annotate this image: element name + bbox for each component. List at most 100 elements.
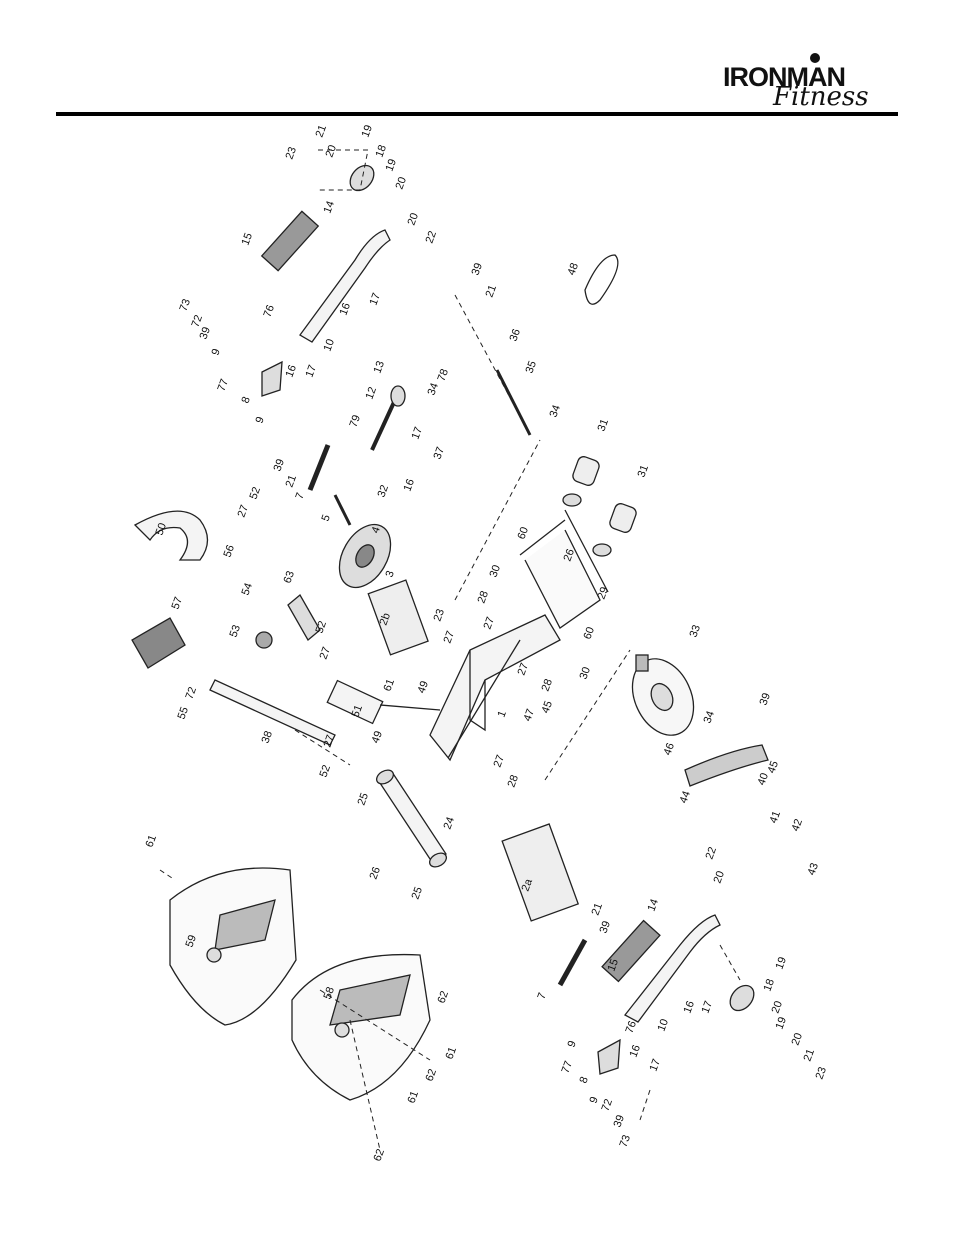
- part-label-p16e: 16: [628, 1043, 643, 1059]
- part-label-p41: 41: [768, 809, 783, 825]
- part-label-p9b: 9: [254, 415, 267, 425]
- part-label-p28c: 28: [506, 773, 521, 789]
- front-stabilizer-24: [375, 769, 448, 868]
- part-label-p14b: 14: [646, 897, 661, 913]
- part-label-p52c: 52: [318, 763, 333, 779]
- part-label-p21d: 21: [590, 901, 605, 917]
- part-label-p49a: 49: [416, 679, 431, 695]
- part-label-p45a: 45: [540, 699, 555, 715]
- part-label-p27e: 27: [482, 615, 497, 631]
- part-label-p9d: 9: [588, 1095, 601, 1105]
- chain-guard-58: [291, 953, 431, 1101]
- part-label-p27b: 27: [318, 645, 333, 661]
- part-label-p48: 48: [566, 261, 581, 277]
- roller-18-top: [349, 164, 375, 192]
- part-label-p44: 44: [678, 789, 693, 805]
- part-label-p27g: 27: [492, 753, 507, 769]
- part-label-p21c: 21: [284, 473, 299, 489]
- part-label-p20c: 20: [406, 211, 421, 227]
- part-label-p62a: 62: [436, 989, 451, 1005]
- part-label-p16c: 16: [402, 477, 417, 493]
- part-label-p56: 56: [222, 543, 237, 559]
- part-label-p24: 24: [442, 815, 457, 831]
- part-label-p33: 33: [688, 623, 703, 639]
- part-label-p27d: 27: [442, 629, 457, 645]
- part-label-p42: 42: [790, 817, 805, 833]
- part-label-p52a: 52: [248, 485, 263, 501]
- pedal-14-bottom: [601, 919, 661, 983]
- part-label-p61b: 61: [144, 833, 159, 849]
- bracket-8-bottom: [597, 1038, 621, 1075]
- part-label-p53: 53: [228, 623, 243, 639]
- part-label-p73a: 73: [178, 297, 193, 313]
- part-label-p13: 13: [372, 359, 387, 375]
- part-label-p9c: 9: [566, 1039, 579, 1049]
- crank-arm-7-bottom: [557, 938, 588, 987]
- part-label-p17b: 17: [304, 363, 319, 379]
- part-label-p7a: 7: [294, 491, 307, 501]
- part-label-p18b: 18: [762, 977, 777, 993]
- part-label-p1: 1: [496, 709, 509, 719]
- part-label-p31a: 31: [596, 417, 611, 433]
- part-label-p30b: 30: [578, 665, 593, 681]
- part-label-p17a: 17: [368, 291, 383, 307]
- part-label-p18a: 18: [374, 143, 389, 159]
- part-label-p39e: 39: [598, 919, 613, 935]
- console-57: [131, 617, 186, 669]
- part-label-p37: 37: [432, 445, 447, 461]
- ironman-fitness-logo: IRONMAN Fitness: [723, 50, 873, 110]
- part-label-p23b: 23: [432, 607, 447, 623]
- part-label-p16d: 16: [682, 999, 697, 1015]
- part-label-p39f: 39: [612, 1113, 627, 1129]
- rear-stabilizer-29: [519, 493, 612, 629]
- part-label-p54: 54: [240, 581, 255, 597]
- part-label-p15b: 15: [606, 957, 621, 973]
- part-label-p32: 32: [376, 483, 391, 499]
- part-label-p17d: 17: [700, 999, 715, 1015]
- part-label-p62c: 62: [372, 1147, 387, 1163]
- part-label-p22b: 22: [704, 845, 719, 861]
- handlebar-50: [133, 510, 209, 561]
- part-label-p19c: 19: [774, 955, 789, 971]
- part-label-p2a: 2a: [520, 877, 536, 893]
- pedal-14-top: [260, 210, 320, 272]
- magnet-bracket-44: [684, 744, 769, 787]
- part-label-p20f: 20: [790, 1031, 805, 1047]
- part-label-p76b: 76: [624, 1019, 639, 1035]
- part-label-p19b: 19: [384, 157, 399, 173]
- seat-post: [209, 679, 441, 746]
- part-label-p25a: 25: [356, 791, 371, 807]
- logo-dot: [810, 53, 820, 63]
- part-label-p38: 38: [260, 729, 275, 745]
- part-label-p39c: 39: [272, 457, 287, 473]
- part-label-p12: 12: [364, 385, 379, 401]
- part-label-p73b: 73: [618, 1133, 633, 1149]
- sleeve-63: [287, 594, 321, 641]
- part-label-p26a: 26: [562, 547, 577, 563]
- bearing-set-2b: [367, 579, 429, 656]
- part-label-p8b: 8: [578, 1075, 591, 1085]
- crank-arm-7-top: [307, 444, 331, 491]
- part-label-p23c: 23: [814, 1065, 829, 1081]
- part-label-p60a: 60: [516, 525, 531, 541]
- part-label-p10b: 10: [656, 1017, 671, 1033]
- part-label-p17e: 17: [648, 1057, 663, 1073]
- part-label-p4: 4: [370, 525, 383, 535]
- belt-48: [584, 254, 619, 305]
- part-label-p60b: 60: [582, 625, 597, 641]
- part-label-p34c: 34: [702, 709, 717, 725]
- part-label-p27f: 27: [516, 661, 531, 677]
- part-label-p49b: 49: [370, 729, 385, 745]
- part-label-p34b: 34: [426, 381, 441, 397]
- part-label-p2b: 2b: [378, 611, 393, 627]
- header-rule: [56, 112, 898, 116]
- roller-18-bottom: [729, 984, 755, 1012]
- part-label-p28b: 28: [540, 677, 555, 693]
- end-cap-31-b: [609, 503, 637, 533]
- part-label-p25b: 25: [410, 885, 425, 901]
- part-label-p8a: 8: [240, 395, 253, 405]
- part-label-p59: 59: [184, 933, 199, 949]
- part-label-p17c: 17: [410, 425, 425, 441]
